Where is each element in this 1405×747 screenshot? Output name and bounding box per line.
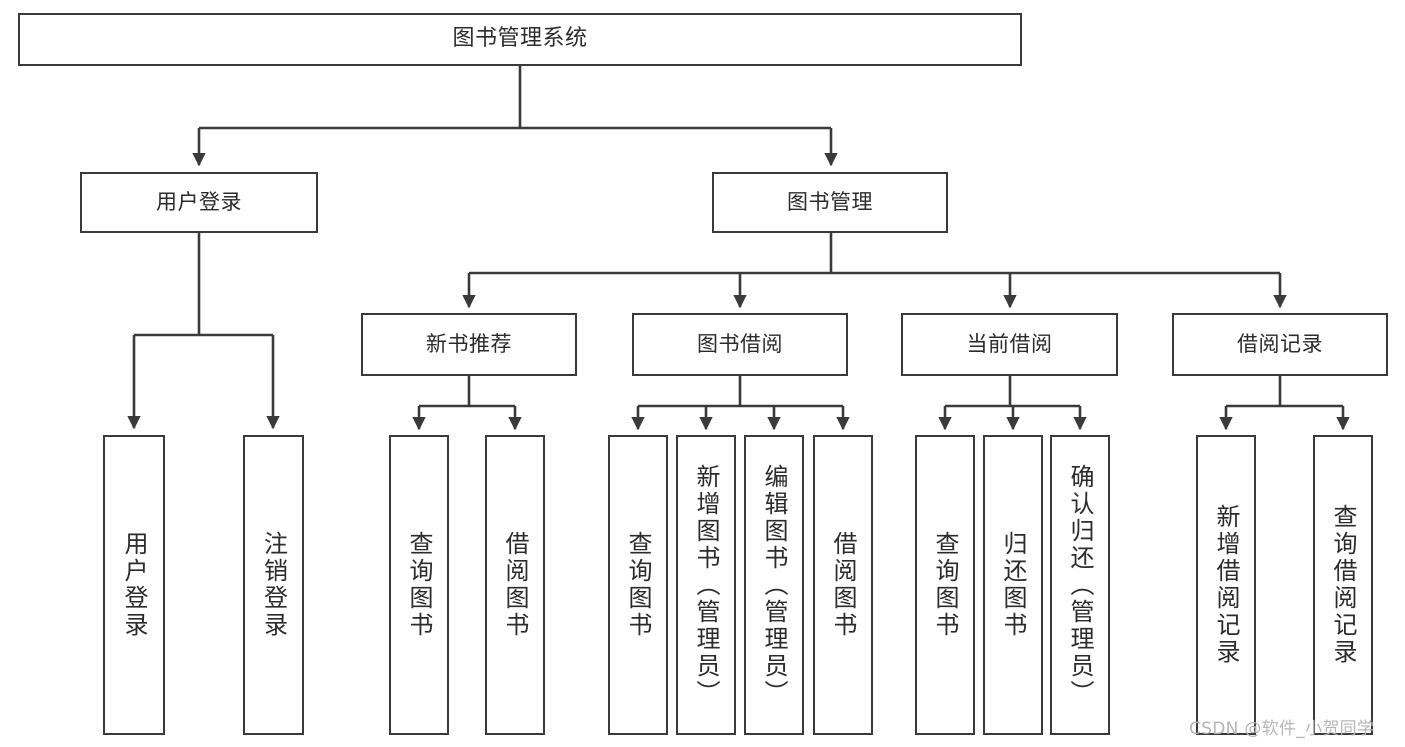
node-label: 借阅记录 — [1237, 331, 1323, 356]
node-label: 新增借阅记录 — [1212, 504, 1240, 666]
node-label: 归还图书 — [999, 531, 1027, 639]
node-label: 当前借阅 — [966, 331, 1053, 356]
node-label: 注销登录 — [259, 531, 288, 639]
node-book-management[interactable]: 图书管理 — [712, 172, 948, 233]
node-current-borrow[interactable]: 当前借阅 — [901, 313, 1118, 376]
node-borrow-record[interactable]: 借阅记录 — [1172, 313, 1388, 376]
node-new-book-recommend[interactable]: 新书推荐 — [361, 313, 577, 376]
node-label: 用户登录 — [156, 189, 242, 214]
watermark-text: CSDN @软件_小贺同学 — [1189, 719, 1375, 739]
leaf-borrow-record-add[interactable]: 新增借阅记录 — [1196, 435, 1256, 735]
node-label: 新书推荐 — [426, 331, 512, 356]
node-label: 借阅图书 — [829, 531, 857, 639]
node-label: 查询借阅记录 — [1329, 504, 1357, 666]
node-label: 图书管理系统 — [452, 26, 588, 52]
leaf-current-borrow-return[interactable]: 归还图书 — [983, 435, 1043, 735]
node-book-borrow[interactable]: 图书借阅 — [632, 313, 848, 376]
node-label: 确认归还（管理员） — [1066, 463, 1094, 707]
node-label: 编辑图书（管理员） — [760, 463, 788, 707]
node-label: 查询图书 — [624, 531, 652, 639]
node-label: 用户登录 — [120, 531, 148, 639]
leaf-book-borrow-add[interactable]: 新增图书（管理员） — [676, 435, 736, 735]
node-label: 借阅图书 — [501, 531, 529, 639]
leaf-book-borrow-edit[interactable]: 编辑图书（管理员） — [744, 435, 804, 735]
node-label: 图书借阅 — [697, 331, 783, 356]
leaf-borrow-record-query[interactable]: 查询借阅记录 — [1313, 435, 1373, 735]
leaf-new-book-query[interactable]: 查询图书 — [389, 435, 449, 735]
node-label: 新增图书（管理员） — [692, 463, 720, 707]
leaf-user-login-logout[interactable]: 注销登录 — [243, 435, 304, 735]
node-label: 查询图书 — [931, 531, 959, 639]
leaf-book-borrow-query[interactable]: 查询图书 — [608, 435, 668, 735]
leaf-new-book-borrow[interactable]: 借阅图书 — [485, 435, 545, 735]
leaf-book-borrow-borrow[interactable]: 借阅图书 — [813, 435, 873, 735]
leaf-user-login-login[interactable]: 用户登录 — [103, 435, 165, 735]
leaf-current-borrow-query[interactable]: 查询图书 — [915, 435, 975, 735]
node-user-login[interactable]: 用户登录 — [80, 172, 318, 233]
node-label: 图书管理 — [787, 189, 873, 214]
leaf-current-borrow-confirm-return[interactable]: 确认归还（管理员） — [1050, 435, 1110, 735]
node-root-book-management-system[interactable]: 图书管理系统 — [18, 13, 1022, 66]
node-label: 查询图书 — [405, 531, 433, 639]
